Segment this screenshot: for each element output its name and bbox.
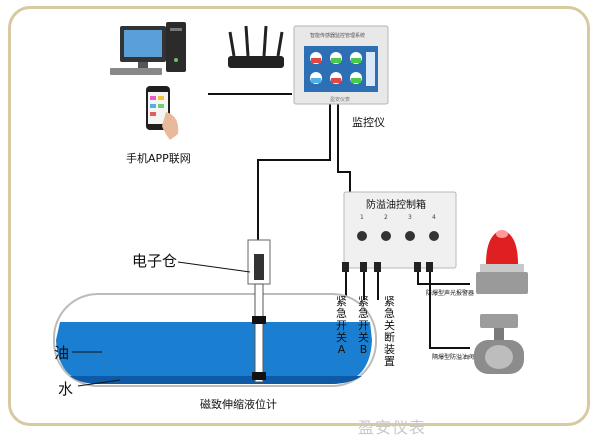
oil-label: 油 xyxy=(54,344,70,362)
box-indicator-4: 4 xyxy=(432,214,436,221)
monitor-screen-title: 智能传感器监控管理系统 xyxy=(310,33,366,39)
storage-tank xyxy=(53,293,377,387)
monitor-device xyxy=(293,25,389,105)
monitor-to-box-cable xyxy=(337,104,351,192)
monitor-label: 监控仪 xyxy=(352,116,385,129)
box-indicator-1: 1 xyxy=(360,214,364,221)
water-label: 水 xyxy=(58,380,74,398)
shutdown-label: 紧急关断装置 xyxy=(384,295,395,368)
switch-b-label: 紧急开关B xyxy=(358,295,369,356)
monitor-brand-mark: 盈安仪表 xyxy=(330,97,351,103)
valve-icon xyxy=(474,314,524,374)
computer-icon xyxy=(110,22,186,75)
watermark: 盈安仪表 xyxy=(358,418,427,437)
electronic-chamber-label: 电子仓 xyxy=(132,252,178,270)
box-indicator-2: 2 xyxy=(384,214,388,221)
alarm-label: 防爆型声光报警器 xyxy=(426,290,475,297)
switch-a-label: 紧急开关A xyxy=(336,295,347,356)
diagram-frame xyxy=(8,6,590,426)
alarm-wire xyxy=(417,268,470,285)
sensor-label: 磁致伸缩液位计 xyxy=(200,398,277,411)
valve-wire xyxy=(429,268,470,349)
phone-app-label: 手机APP联网 xyxy=(126,152,191,165)
leader-lines xyxy=(72,261,251,387)
smartphone-icon xyxy=(146,86,179,140)
box-indicator-3: 3 xyxy=(408,214,412,221)
magnetostrictive-sensor xyxy=(247,239,271,383)
alarm-beacon-icon xyxy=(476,230,528,294)
control-box-label: 防溢油控制箱 xyxy=(366,200,426,211)
control-box xyxy=(342,191,457,272)
monitor-to-sensor-cable xyxy=(257,104,331,240)
router-icon xyxy=(228,25,284,68)
valve-label: 隔爆型防溢油阀 xyxy=(432,354,475,361)
